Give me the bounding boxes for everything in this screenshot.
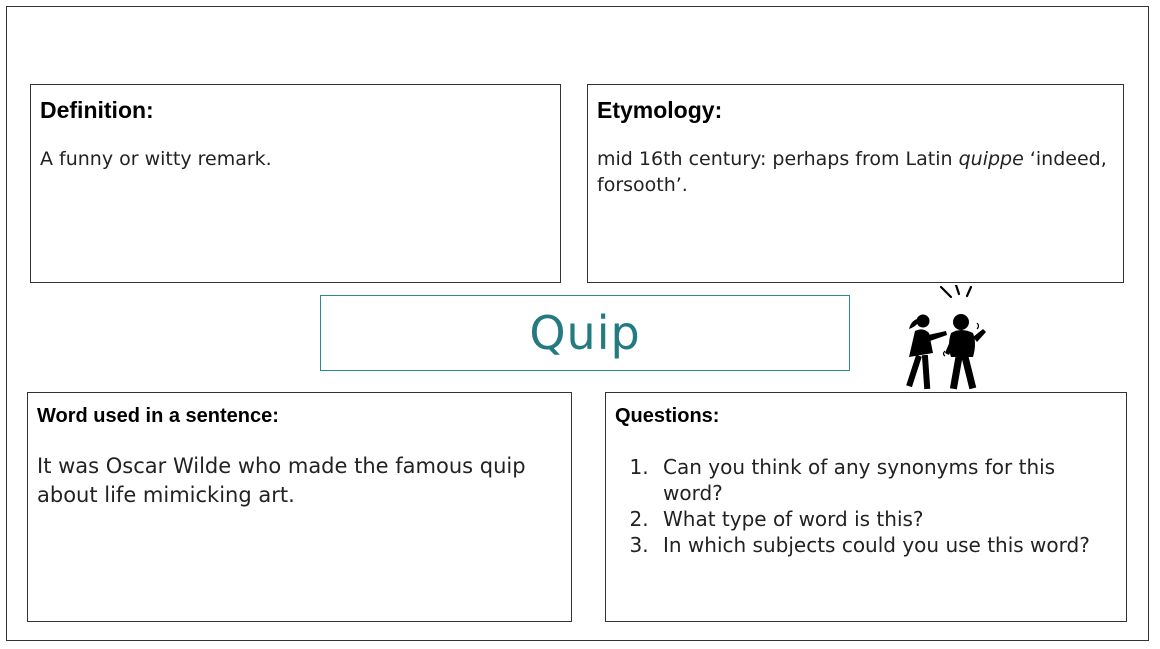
question-item: What type of word is this? bbox=[655, 506, 1117, 532]
sentence-text: It was Oscar Wilde who made the famous q… bbox=[37, 454, 526, 507]
etymology-panel: Etymology: mid 16th century: perhaps fro… bbox=[587, 84, 1124, 283]
sentence-heading: Word used in a sentence: bbox=[37, 405, 279, 427]
questions-panel: Questions: Can you think of any synonyms… bbox=[605, 392, 1127, 622]
etymology-latin-word: quippe bbox=[958, 148, 1024, 170]
word-title: Quip bbox=[529, 306, 641, 360]
question-item: In which subjects could you use this wor… bbox=[655, 532, 1117, 558]
definition-text: A funny or witty remark. bbox=[40, 148, 272, 170]
definition-panel: Definition: A funny or witty remark. bbox=[30, 84, 561, 283]
definition-heading: Definition: bbox=[40, 97, 154, 123]
etymology-text-start: mid 16th century: perhaps from Latin bbox=[597, 148, 959, 170]
etymology-text-end: ‘indeed, forsooth’. bbox=[597, 148, 1107, 196]
word-panel: Quip bbox=[320, 295, 850, 371]
questions-list: Can you think of any synonyms for this w… bbox=[615, 454, 1117, 558]
question-item: Can you think of any synonyms for this w… bbox=[655, 454, 1117, 506]
laughing-people-icon bbox=[906, 285, 986, 390]
etymology-text: mid 16th century: perhaps from Latin qui… bbox=[597, 146, 1114, 198]
sentence-panel: Word used in a sentence: It was Oscar Wi… bbox=[27, 392, 572, 622]
etymology-heading: Etymology: bbox=[597, 97, 723, 123]
questions-heading: Questions: bbox=[615, 405, 720, 427]
slide: Definition: A funny or witty remark. Ety… bbox=[6, 6, 1149, 641]
